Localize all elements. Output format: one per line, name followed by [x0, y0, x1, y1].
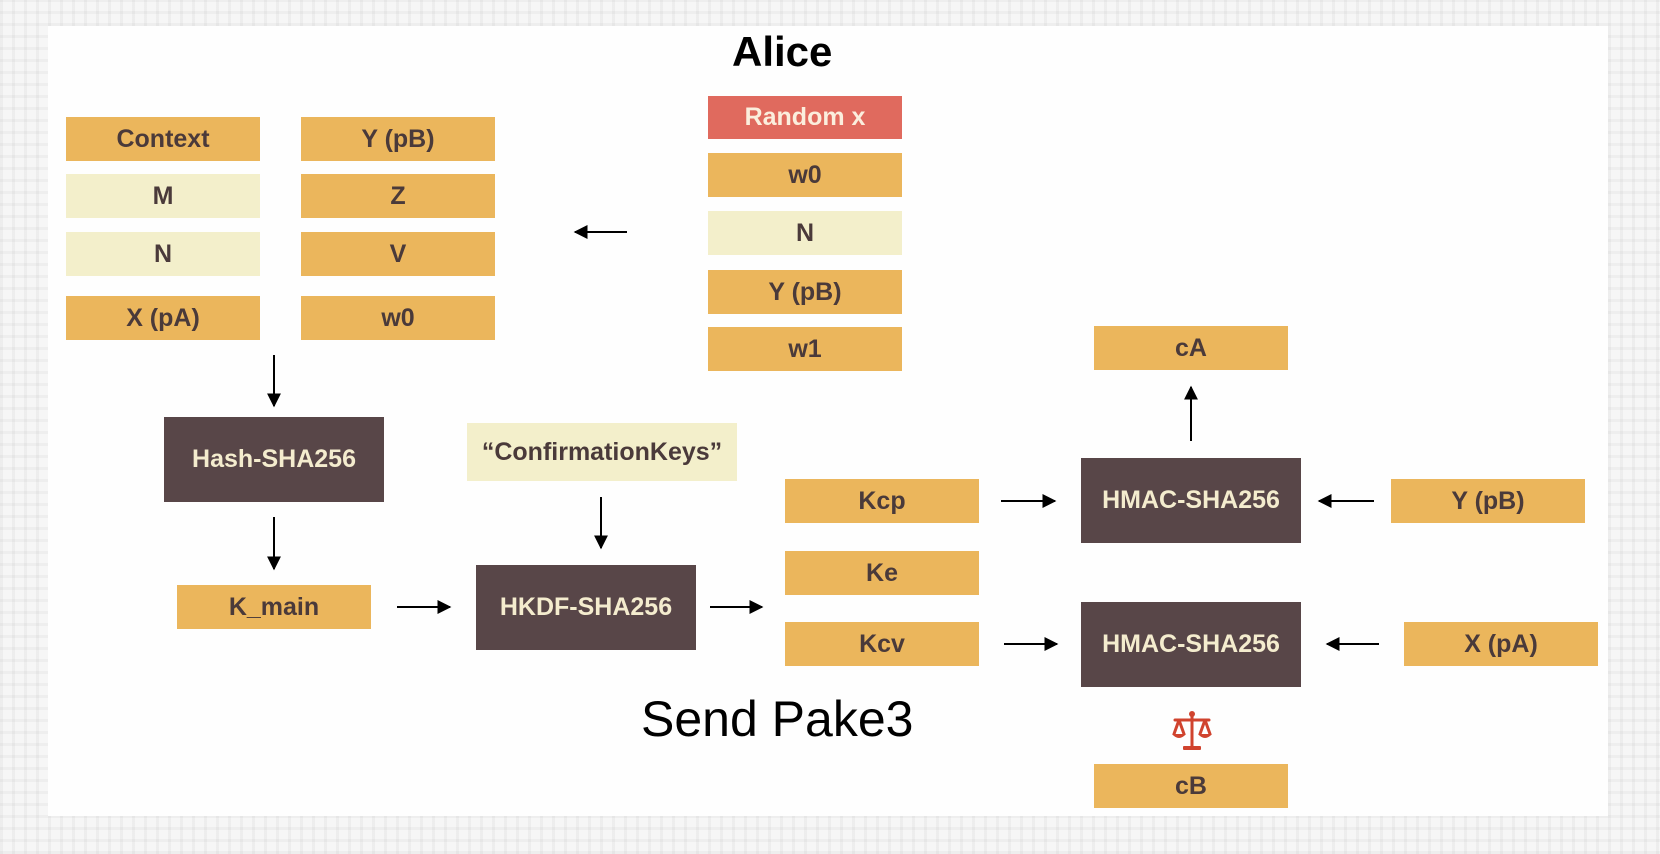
compare-cb: cB: [1094, 764, 1288, 808]
alice-random-x: Random x: [708, 96, 902, 139]
transcript-n: N: [66, 232, 260, 276]
hmac-top-input-y-pb: Y (pB): [1391, 479, 1585, 523]
hkdf-info-label: “ConfirmationKeys”: [467, 423, 737, 481]
key-kcv: Kcv: [785, 622, 979, 666]
key-kcp: Kcp: [785, 479, 979, 523]
hmac-sha256-bottom-block: HMAC-SHA256: [1081, 602, 1301, 687]
alice-w1: w1: [708, 327, 902, 371]
transcript-v: V: [301, 232, 495, 276]
transcript-context: Context: [66, 117, 260, 161]
key-ke: Ke: [785, 551, 979, 595]
hkdf-sha256-block: HKDF-SHA256: [476, 565, 696, 650]
transcript-m: M: [66, 174, 260, 218]
transcript-y-pb: Y (pB): [301, 117, 495, 161]
balance-scale-icon: [1172, 711, 1212, 750]
k-main: K_main: [177, 585, 371, 629]
hmac-sha256-top-block: HMAC-SHA256: [1081, 458, 1301, 543]
page-title: Alice: [732, 28, 833, 75]
hmac-bottom-input-x-pa: X (pA): [1404, 622, 1598, 666]
transcript-z: Z: [301, 174, 495, 218]
alice-n: N: [708, 211, 902, 255]
transcript-w0: w0: [301, 296, 495, 340]
transcript-x-pa: X (pA): [66, 296, 260, 340]
alice-w0: w0: [708, 153, 902, 197]
output-ca: cA: [1094, 326, 1288, 370]
send-pake3-caption: Send Pake3: [641, 691, 914, 747]
hash-sha256-block: Hash-SHA256: [164, 417, 384, 502]
alice-y-pb: Y (pB): [708, 270, 902, 314]
